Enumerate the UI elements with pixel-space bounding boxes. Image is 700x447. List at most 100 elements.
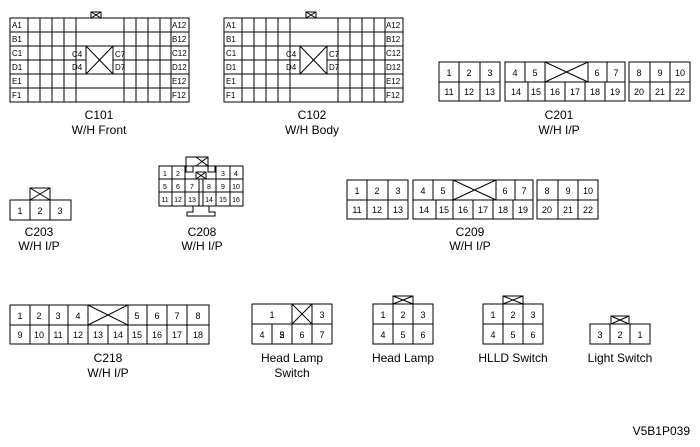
c208-name: C208	[188, 225, 217, 239]
c101-pin-A1: A1	[12, 21, 22, 30]
c218-name: C218	[94, 351, 123, 365]
c209-pin-18: 18	[498, 205, 508, 215]
c203-pin-3: 3	[57, 206, 62, 216]
c201-pin-12: 12	[464, 87, 474, 97]
c102-pin-D12: D12	[386, 63, 401, 72]
c101-pin-E1: E1	[12, 77, 22, 86]
c201-top-labels: 1 2 3 4 5 6 7 8 9 10	[446, 68, 685, 78]
c201-pin-22: 22	[675, 87, 685, 97]
c201-desc: W/H I/P	[538, 123, 579, 137]
c101-pin-E12: E12	[172, 77, 187, 86]
c218-pin-3: 3	[55, 311, 60, 321]
c102-pin-A1: A1	[226, 21, 236, 30]
c102-pin-C7: C7	[329, 50, 340, 59]
c102-pin-C4: C4	[286, 50, 297, 59]
c102-pin-C12: C12	[386, 49, 401, 58]
c201-pin-21: 21	[655, 87, 665, 97]
c101-pin-A12: A12	[172, 21, 187, 30]
head-lamp-switch-pin-6: 6	[299, 330, 304, 340]
c101-pin-C7: C7	[115, 50, 126, 59]
c218-pin-13: 13	[93, 330, 103, 340]
c208-pin-6: 6	[176, 184, 180, 191]
c102-pin-F1: F1	[226, 91, 236, 100]
c201-name: C201	[545, 108, 574, 122]
head-lamp-switch-pin-5: 5	[279, 330, 284, 340]
c101-inner-labels: C4 D4 C7 D7	[72, 50, 126, 72]
c101-right-labels: A12 B12 C12 D12 E12 F12	[172, 21, 187, 100]
c209-pin-12: 12	[372, 205, 382, 215]
c209-pin-14: 14	[419, 205, 429, 215]
c218-desc: W/H I/P	[87, 366, 128, 380]
head-lamp-pin-3: 3	[420, 310, 425, 320]
c203-pin-2: 2	[37, 206, 42, 216]
c209-pin-21: 21	[563, 205, 573, 215]
light-switch-name: Light Switch	[588, 351, 653, 365]
c203-pin-1: 1	[17, 206, 22, 216]
c102-pin-B1: B1	[226, 35, 236, 44]
c203-housing	[9, 199, 72, 221]
c208-pin-labels: 1 2 3 4 5 6 7 8 9 10 11 12 13 14 15 16	[161, 171, 240, 204]
c201-pin-8: 8	[636, 68, 641, 78]
head-lamp-switch-pin-7: 7	[319, 330, 324, 340]
c218-pin-11: 11	[53, 330, 62, 340]
c209-pin-5: 5	[440, 186, 445, 196]
light-switch-pin-3: 3	[597, 330, 602, 340]
c208-pin-5: 5	[163, 184, 167, 191]
head-lamp-switch-pin-2: 2	[279, 330, 284, 340]
c208-pin-14: 14	[205, 197, 213, 204]
head-lamp-pin-1: 1	[380, 310, 385, 320]
c201-pin-7: 7	[613, 68, 618, 78]
c209-pin-11: 11	[352, 205, 361, 215]
c101-pin-B1: B1	[12, 35, 22, 44]
c208-pin-11: 11	[161, 197, 168, 204]
figure-code: V5B1P039	[633, 424, 691, 438]
c208-pin-16: 16	[232, 197, 240, 204]
c218-pin-9: 9	[17, 330, 22, 340]
c209-pin-1: 1	[354, 186, 359, 196]
connector-light-switch: 3 2 1 Light Switch	[588, 315, 653, 365]
c201-pin-5: 5	[532, 68, 537, 78]
c101-pin-B12: B12	[172, 35, 187, 44]
c209-pin-10: 10	[583, 186, 593, 196]
c102-right-labels: A12 B12 C12 D12 E12 F12	[386, 21, 401, 100]
head-lamp-name: Head Lamp	[372, 351, 434, 365]
connector-c203: 1 2 3 C203 W/H I/P	[9, 187, 72, 253]
head-lamp-switch-pin-3: 3	[319, 310, 324, 320]
c102-desc: W/H Body	[285, 123, 339, 137]
c203-name: C203	[25, 225, 54, 239]
light-switch-housing	[589, 323, 651, 345]
c201-pin-15: 15	[531, 87, 541, 97]
c201-bottom-labels: 11 12 13 14 15 16 17 18 19 20 21 22	[444, 87, 685, 97]
c201-pin-1: 1	[446, 68, 451, 78]
c101-pin-D1: D1	[12, 63, 23, 72]
hlld-switch-pin-6: 6	[530, 330, 535, 340]
c218-pin-15: 15	[132, 330, 142, 340]
head-lamp-pin-4: 4	[380, 330, 385, 340]
c101-left-labels: A1 B1 C1 D1 E1 F1	[12, 21, 23, 100]
hlld-switch-pin-1: 1	[490, 310, 495, 320]
c102-pin-B12: B12	[386, 35, 401, 44]
c102-pin-D4: D4	[286, 63, 297, 72]
c209-pin-13: 13	[393, 205, 403, 215]
c203-pin-labels: 1 2 3	[17, 206, 62, 216]
c102-pin-D7: D7	[329, 63, 340, 72]
head-lamp-pin-5: 5	[400, 330, 405, 340]
c201-pin-3: 3	[487, 68, 492, 78]
c209-pin-3: 3	[395, 186, 400, 196]
c208-pin-1: 1	[163, 171, 167, 178]
c102-pin-F12: F12	[386, 91, 400, 100]
c208-pin-10: 10	[232, 184, 240, 191]
c102-inner-labels: C4 D4 C7 D7	[286, 50, 340, 72]
hlld-switch-pin-3: 3	[530, 310, 535, 320]
connector-head-lamp-switch: 1 2 3 4 5 6 7 Head Lamp Switch	[251, 303, 333, 380]
connector-c201: 1 2 3 4 5 6 7 8 9 10 11 12 13 14 15 16 1…	[438, 61, 691, 137]
c208-pin-8: 8	[207, 184, 211, 191]
c218-top-labels: 1 2 3 4 5 6 7 8	[17, 311, 200, 321]
c201-pin-16: 16	[550, 87, 560, 97]
c208-desc: W/H I/P	[181, 239, 222, 253]
c102-left-labels: A1 B1 C1 D1 E1 F1	[226, 21, 237, 100]
c218-pin-5: 5	[134, 311, 139, 321]
c101-pin-C4: C4	[72, 50, 83, 59]
c201-pin-13: 13	[485, 87, 495, 97]
